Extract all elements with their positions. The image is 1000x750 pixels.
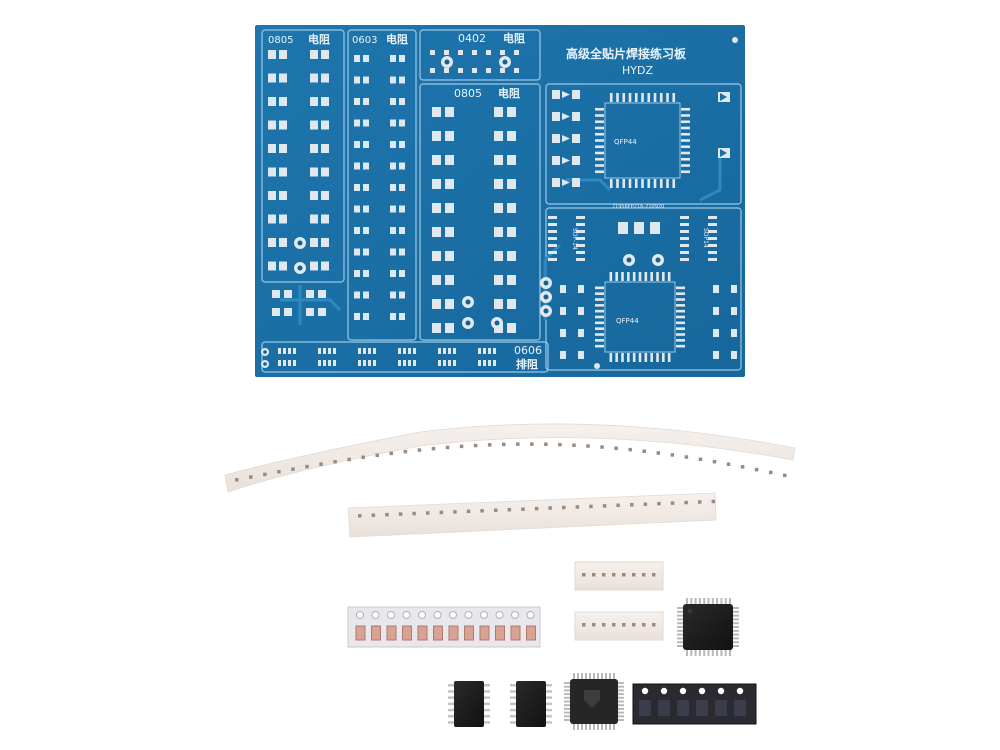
label-resistor-2: 电阻 [386, 32, 408, 46]
label-0805-left: 0805 [268, 35, 293, 46]
label-sop-right: SOP14 [702, 228, 709, 248]
label-resistor-1: 电阻 [308, 32, 330, 46]
label-network: 排阻 [516, 357, 538, 371]
label-qfp-bottom: QFP44 [616, 317, 639, 325]
label-sop-left: SOP-14 [571, 228, 578, 250]
pcb-board: 0805 电阻 0603 电阻 0402 电阻 0805 电阻 高级全贴片焊接练… [255, 25, 745, 377]
diode-tape [347, 606, 541, 648]
label-0606: 0606 [514, 344, 542, 357]
qfp44-chip-large [677, 598, 739, 656]
label-part-code: 71956FP216-210920 [612, 204, 664, 210]
sop14-chip-left [448, 681, 490, 727]
small-tape-bottom [574, 611, 664, 641]
board-title: 高级全贴片焊接练习板 [566, 46, 687, 61]
label-0805-mid: 0805 [454, 87, 482, 100]
label-resistor-4: 电阻 [498, 86, 520, 100]
label-0402: 0402 [458, 32, 486, 45]
board-brand: HYDZ [622, 64, 653, 77]
resistor-tape-curved [224, 423, 796, 493]
label-0603: 0603 [352, 35, 377, 46]
qfp44-chip-small [564, 673, 624, 730]
label-resistor-3: 电阻 [503, 31, 525, 45]
pad-array [268, 50, 737, 366]
label-qfp-top: QFP44 [614, 138, 637, 146]
transistor-tape [632, 683, 757, 725]
resistor-tape-straight [347, 492, 717, 538]
sop14-chip-right [510, 681, 552, 727]
small-tape-top [574, 561, 664, 591]
mounting-holes [261, 37, 738, 369]
